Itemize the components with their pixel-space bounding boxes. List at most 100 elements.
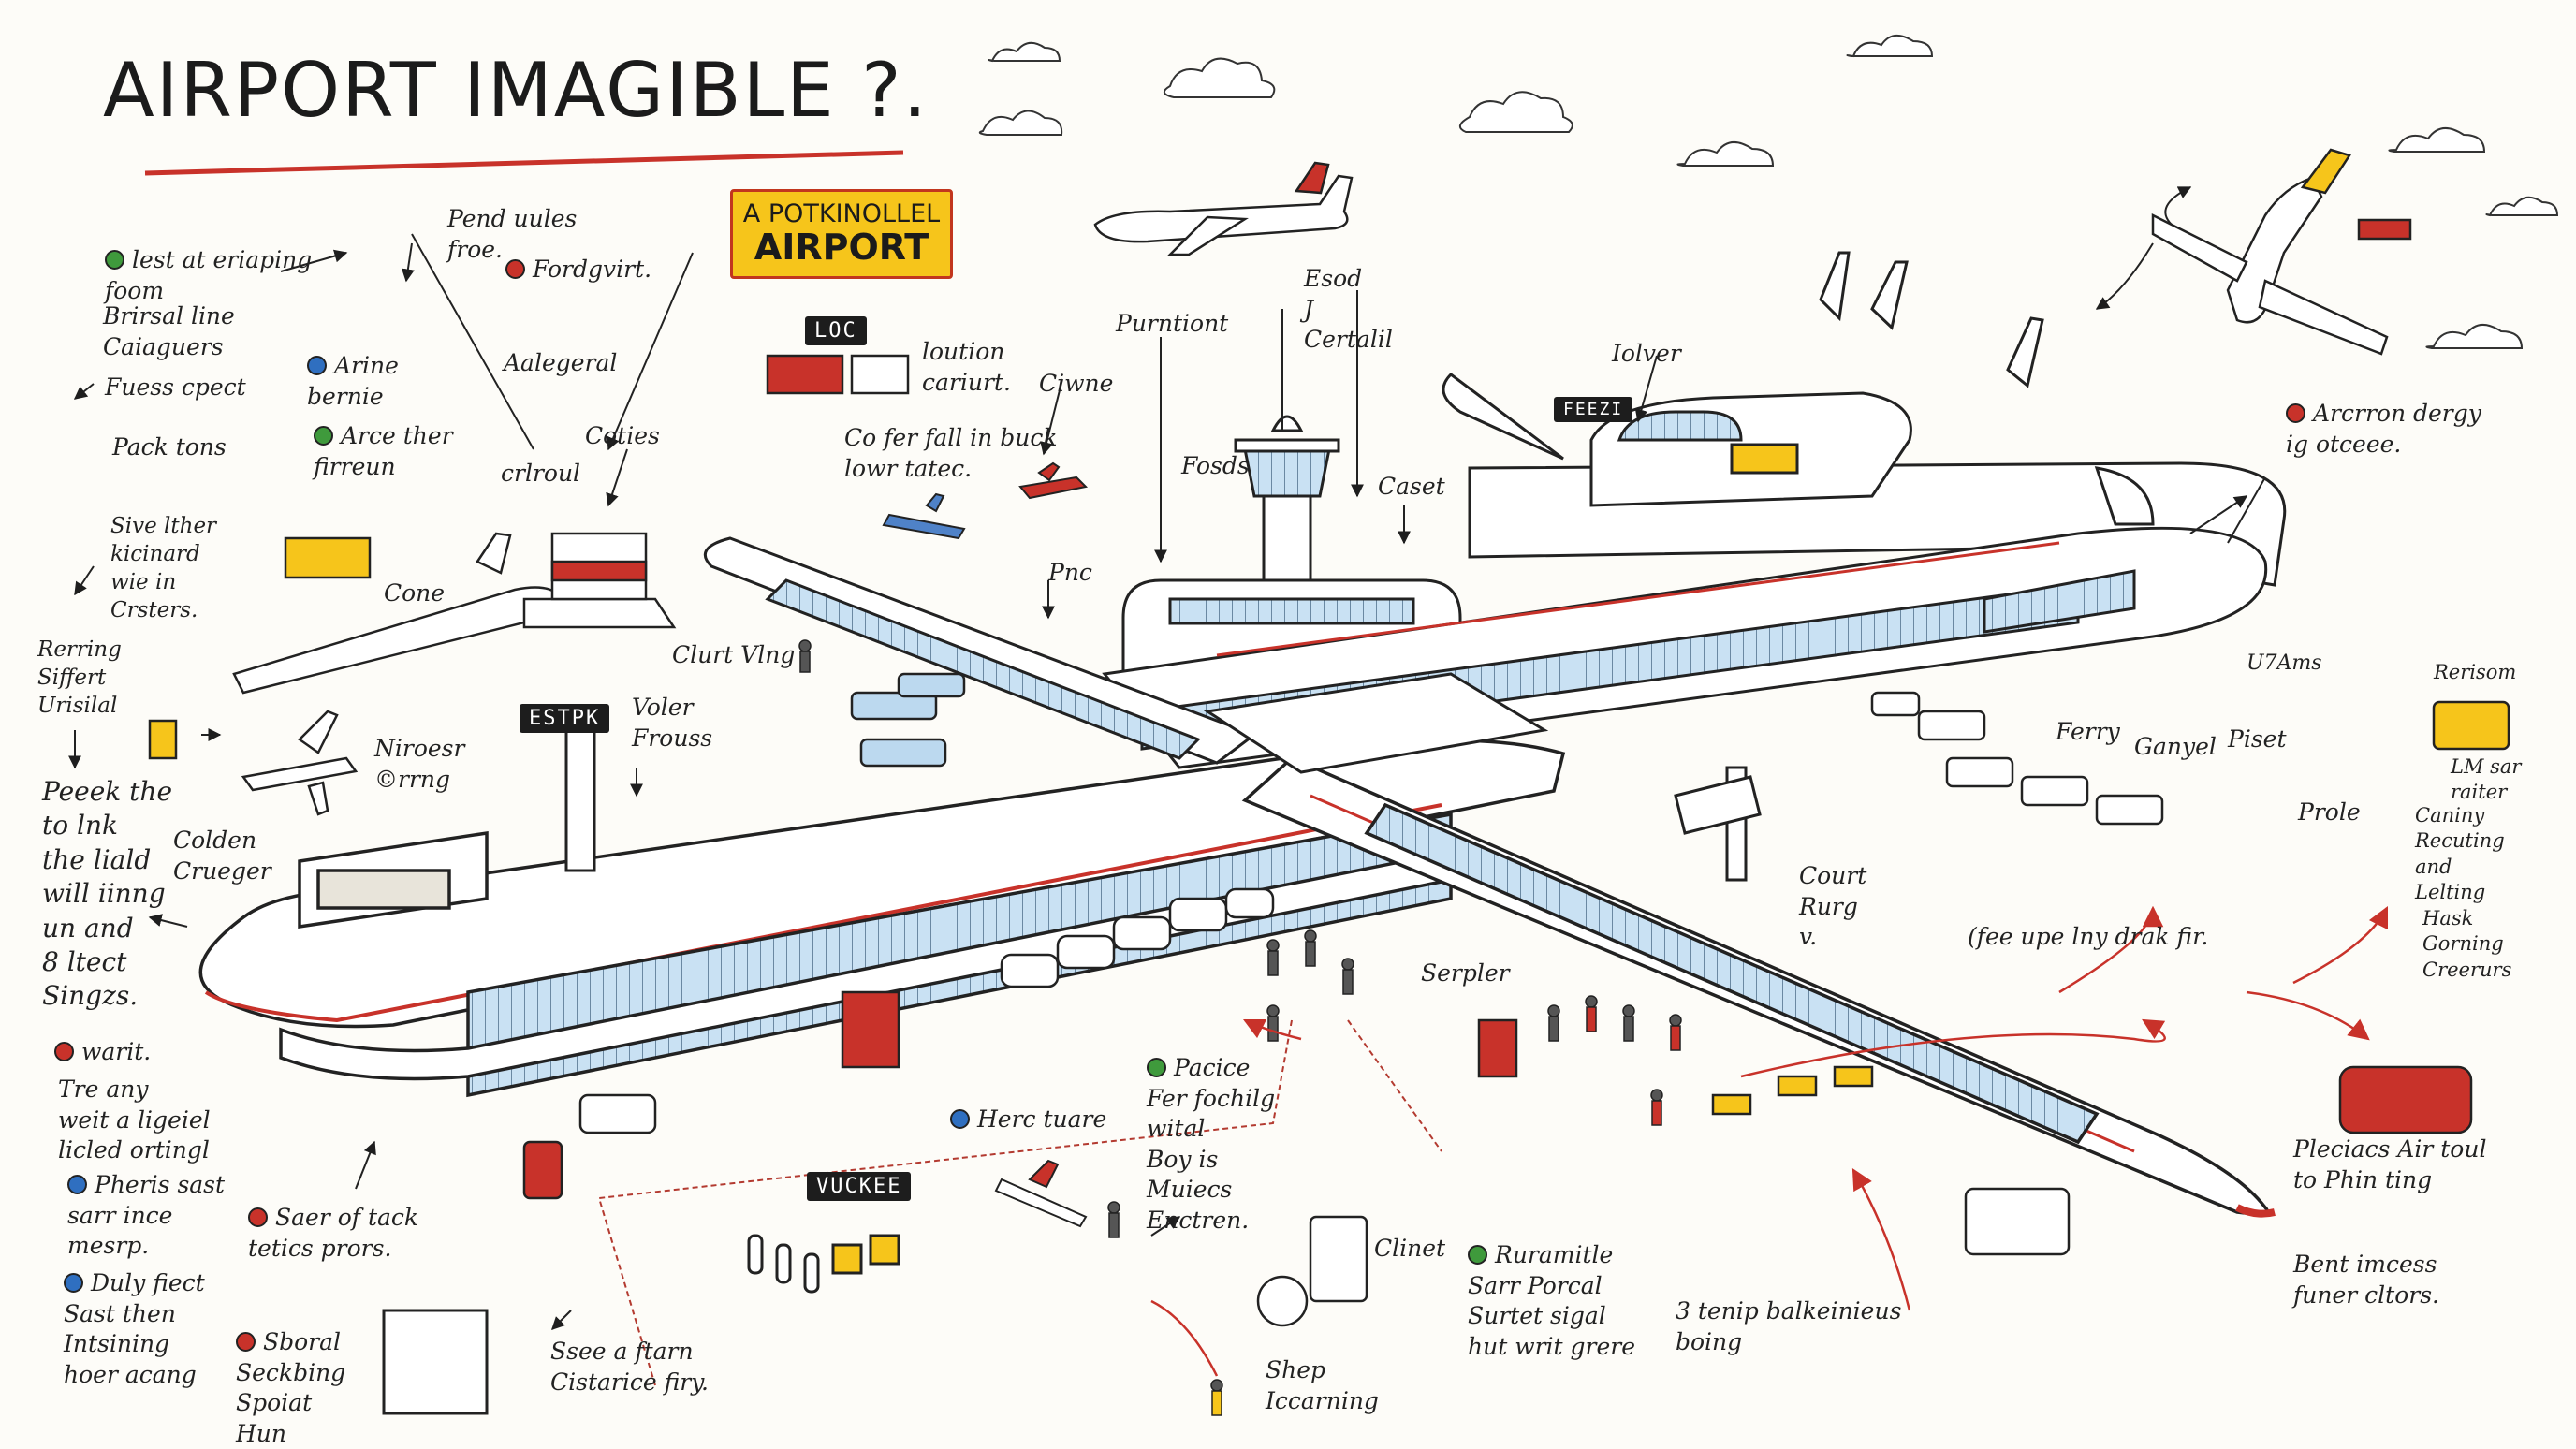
page-title: AIRPORT IMAGIBLE ?. <box>103 47 929 134</box>
luggage-icon <box>1777 1075 1818 1097</box>
label-51: Shep Iccarning <box>1266 1356 1379 1414</box>
cart-icon <box>850 354 910 395</box>
sign-line2: AIRPORT <box>754 227 929 268</box>
tag-gate: VUCKEE <box>807 1172 912 1201</box>
walking-path <box>597 1019 1442 1386</box>
luggage-icon <box>1711 1093 1752 1116</box>
label-33: Piset <box>2228 725 2287 753</box>
label-13: Rerring Siffert Urisilal <box>37 637 122 718</box>
label-34: Rerisom <box>2434 661 2517 683</box>
label-17: Niroesr ©rrng <box>374 735 465 793</box>
label-8: Fordgvirt. <box>505 255 651 285</box>
red-dot-icon <box>505 259 525 279</box>
bus-icon <box>850 691 938 721</box>
label-1: lest at eriaping foom <box>105 246 313 304</box>
red-dot-icon <box>54 1042 74 1061</box>
airplane-icon <box>241 710 359 816</box>
truck-icon <box>1964 1187 2071 1256</box>
terminal-building <box>1442 251 2287 587</box>
cloud-icon <box>1846 35 1934 58</box>
label-44: warit. <box>54 1037 151 1068</box>
label-9: Aalegeral <box>504 349 618 376</box>
green-dot-icon <box>105 250 124 270</box>
car-icon <box>1224 887 1275 919</box>
label-11: crlroul <box>501 460 581 487</box>
sign-line1: A POTKINOLLEL <box>742 199 941 228</box>
label-46: Pheris sast sarr ince mesrp. <box>67 1171 226 1259</box>
label-41: Serpler <box>1421 959 1510 987</box>
label-28: Iolver <box>1612 340 1681 367</box>
label-49: Sboral Seckbing Spoiat Hun <box>236 1328 346 1447</box>
tablet-icon <box>1309 1215 1368 1303</box>
red-dot-icon <box>236 1332 256 1352</box>
airplane-icon <box>2151 148 2412 356</box>
label-3: Fuess cpect <box>105 373 246 401</box>
label-47: Saer of tack tetics prors. <box>248 1204 419 1262</box>
blue-dot-icon <box>67 1175 87 1194</box>
warning-sign <box>284 536 372 579</box>
cloud-icon <box>988 41 1061 63</box>
truck-icon <box>1945 756 2014 788</box>
warning-sign <box>148 719 178 760</box>
label-48: Duly fiect Sast then Intsining hoer acan… <box>64 1269 205 1388</box>
tag-tower: ESTPK <box>520 704 610 733</box>
car-icon <box>1112 915 1172 951</box>
clock-icon <box>1256 1275 1309 1327</box>
green-dot-icon <box>1147 1058 1166 1077</box>
label-22: Ciwne <box>1039 370 1114 397</box>
airplane-icon <box>994 1159 1088 1228</box>
kiosk-icon <box>1477 1018 1518 1078</box>
right-pier <box>1241 755 2276 1218</box>
label-5: Arine bernie <box>307 352 399 410</box>
vending-icon <box>522 1140 564 1200</box>
forklift-icon <box>2432 700 2510 751</box>
cloud-icon <box>978 110 1063 136</box>
tag-top: LOC <box>805 316 867 345</box>
car-icon <box>1168 897 1228 932</box>
label-32: Ganyel <box>2134 733 2217 760</box>
label-23: Purntiont <box>1116 310 1229 337</box>
cloud-icon <box>1676 141 1775 167</box>
cloud-icon <box>1164 57 1276 98</box>
label-7: Pend uules froe. <box>447 205 578 263</box>
label-42: Pacice Fer fochilg wital Boy is Muiecs E… <box>1147 1054 1276 1234</box>
label-25: Pnc <box>1048 559 1092 586</box>
label-15: Peeek the to lnk the liald will iinng un… <box>42 776 173 1012</box>
label-37: Caniny Recuting and Lelting <box>2415 804 2505 903</box>
red-dot-icon <box>248 1208 268 1227</box>
red-arrows <box>1150 905 2389 1377</box>
luggage-icon <box>1833 1065 1874 1088</box>
airport-sign: A POTKINOLLEL AIRPORT <box>730 189 953 279</box>
label-21: Co fer fall in buck lowr tatec. <box>844 424 1058 482</box>
signpost-group <box>382 728 1762 1415</box>
blue-dot-icon <box>950 1109 970 1129</box>
truck-icon <box>578 1093 657 1134</box>
truck-icon <box>1917 710 1986 741</box>
car-icon <box>1000 953 1060 988</box>
truck-icon <box>2020 775 2089 807</box>
cart-icon <box>766 354 844 395</box>
truck-icon <box>1870 691 1921 717</box>
label-2: Brirsal line Caiaguers <box>103 302 235 360</box>
label-30: U7Ams <box>2247 651 2322 675</box>
car-icon <box>2338 1065 2473 1134</box>
label-52: Clinet <box>1374 1235 1446 1262</box>
label-27: Caset <box>1378 473 1445 500</box>
people-group <box>798 639 1682 1416</box>
label-16: Colden Crueger <box>173 827 271 885</box>
left-concourse <box>703 536 1258 765</box>
cloud-icon <box>2485 196 2559 217</box>
red-dot-icon <box>2286 403 2305 423</box>
label-35: LM sar raiter <box>2451 755 2522 804</box>
truck-icon <box>2095 794 2164 826</box>
label-19: Clurt Vlng <box>672 641 796 668</box>
label-55: Pleciacs Air toul to Phin ting <box>2293 1135 2487 1193</box>
label-24: Fosds <box>1181 452 1250 479</box>
label-4: Pack tons <box>112 433 227 461</box>
label-43: Herc tuare <box>950 1105 1106 1135</box>
cloud-icon <box>2388 127 2486 153</box>
blue-dot-icon <box>307 356 327 375</box>
label-18: Voler Frouss <box>632 694 713 752</box>
airplane-icon <box>1093 161 1354 256</box>
